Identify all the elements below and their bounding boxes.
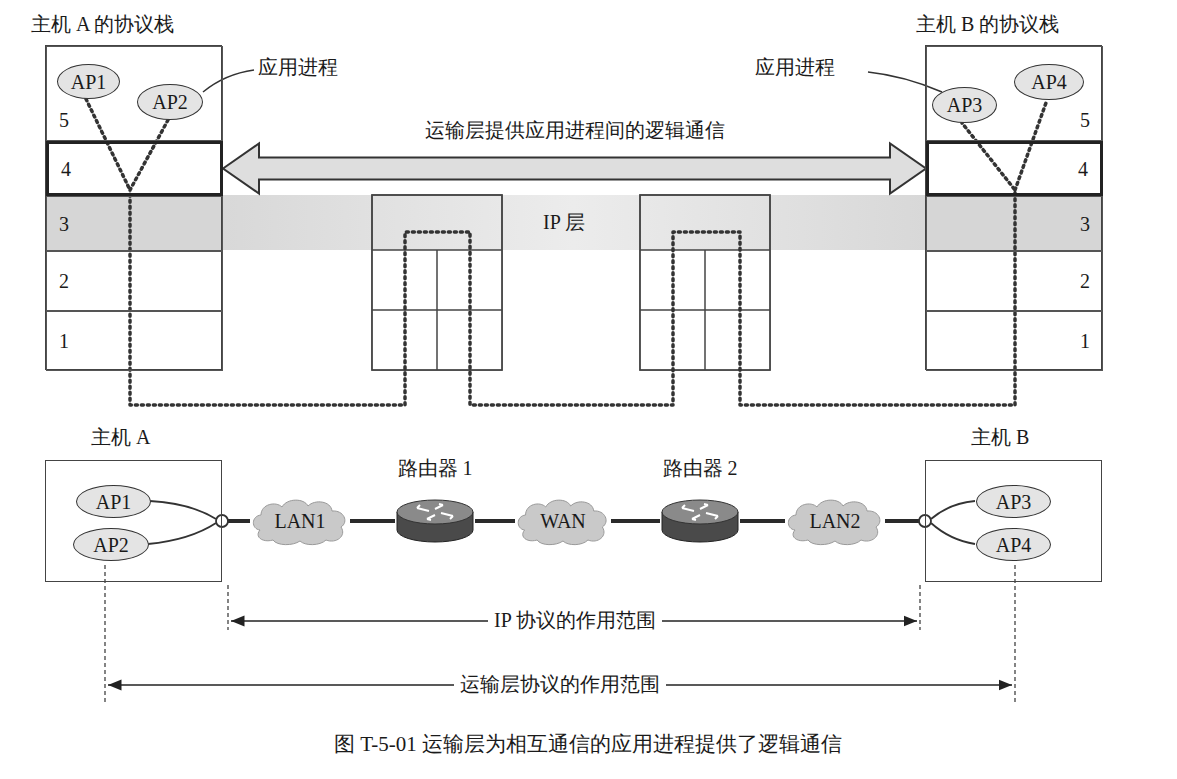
callout-label: 应用进程 bbox=[258, 55, 338, 79]
network-cloud: WAN bbox=[515, 496, 611, 546]
edge-label: 运输层提供应用进程间的逻辑通信 bbox=[419, 118, 731, 142]
node-heading: 主机 A 的协议栈 bbox=[31, 12, 174, 36]
layer-number: 4 bbox=[1078, 157, 1088, 181]
host-box: 主机 BAP3AP4 bbox=[925, 460, 1102, 582]
router-shape bbox=[660, 498, 740, 544]
protocol-layer: 5AP1AP2 bbox=[46, 46, 223, 141]
node-text: AP3 bbox=[996, 490, 1032, 514]
ip-band bbox=[222, 195, 925, 250]
router-stack bbox=[372, 195, 770, 370]
protocol-layer: 3 bbox=[926, 196, 1103, 251]
protocol-layer: 2 bbox=[926, 251, 1103, 311]
scope-label: IP 协议的作用范围 bbox=[488, 608, 662, 632]
figure-caption: 图 T-5-01 运输层为相互通信的应用进程提供了逻辑通信 bbox=[334, 732, 842, 757]
node-heading: 路由器 1 bbox=[398, 456, 473, 480]
network-cloud: LAN1 bbox=[250, 496, 350, 546]
layer-number: 1 bbox=[59, 329, 69, 353]
node-text: LAN1 bbox=[274, 509, 325, 533]
layer-number: 2 bbox=[1080, 269, 1090, 293]
node-heading: 主机 B bbox=[971, 425, 1029, 449]
node-heading: 主机 A bbox=[91, 425, 150, 449]
layer3-fill bbox=[45, 195, 222, 250]
layer-number: 2 bbox=[59, 269, 69, 293]
process-ellipse: AP2 bbox=[137, 84, 203, 120]
network-link bbox=[740, 519, 785, 523]
leader-line bbox=[868, 72, 942, 92]
host-box: 主机 AAP1AP2 bbox=[45, 460, 222, 582]
router-icon: 路由器 1 bbox=[395, 498, 475, 544]
node-heading: 主机 B 的协议栈 bbox=[916, 12, 1059, 36]
protocol-layer: 3 bbox=[46, 196, 223, 251]
process-ellipse: AP1 bbox=[57, 64, 120, 99]
network-cloud: LAN2 bbox=[785, 496, 885, 546]
protocol-layer: 1 bbox=[46, 311, 223, 371]
scope-label: 运输层协议的作用范围 bbox=[454, 672, 666, 696]
node-text: AP4 bbox=[1031, 70, 1067, 94]
network-link bbox=[350, 519, 395, 523]
process-ellipse: AP3 bbox=[932, 87, 997, 123]
router-icon: 路由器 2 bbox=[660, 498, 740, 544]
process-ellipse: AP4 bbox=[976, 528, 1051, 561]
protocol-layer: 2 bbox=[46, 251, 223, 311]
node-text: AP1 bbox=[96, 490, 132, 514]
layer-number: 1 bbox=[1080, 329, 1090, 353]
protocol-stack: 主机 A 的协议栈5AP1AP24321 bbox=[45, 45, 222, 370]
protocol-stack: 主机 B 的协议栈5AP3AP44321 bbox=[925, 45, 1102, 370]
ap-wires bbox=[148, 501, 975, 544]
layer-number: 4 bbox=[61, 157, 71, 181]
node-text: LAN2 bbox=[809, 509, 860, 533]
node-heading: 路由器 2 bbox=[663, 456, 738, 480]
router-shape bbox=[395, 498, 475, 544]
scope-dashes bbox=[105, 565, 1015, 705]
layer-number: 5 bbox=[1080, 108, 1090, 132]
leader-line bbox=[203, 70, 254, 92]
node-text: AP3 bbox=[947, 93, 983, 117]
node-text: AP1 bbox=[71, 70, 107, 94]
data-path bbox=[86, 99, 1047, 405]
node-text: AP4 bbox=[996, 533, 1032, 557]
protocol-layer: 5 AP3 AP4 bbox=[926, 46, 1103, 141]
interface-port bbox=[216, 515, 228, 527]
node-text: WAN bbox=[540, 509, 586, 533]
protocol-layer: 4 bbox=[926, 141, 1103, 196]
layer-label: IP 层 bbox=[543, 210, 585, 234]
logical-comm-arrow bbox=[223, 144, 926, 194]
layer-number: 3 bbox=[59, 212, 69, 236]
process-ellipse: AP1 bbox=[76, 485, 151, 518]
callout-label: 应用进程 bbox=[755, 55, 835, 79]
network-link bbox=[611, 519, 660, 523]
node-text: AP2 bbox=[93, 533, 129, 557]
protocol-layer: 4 bbox=[46, 141, 223, 196]
process-ellipse: AP2 bbox=[73, 528, 149, 561]
layer-number: 3 bbox=[1080, 212, 1090, 236]
node-text: AP2 bbox=[152, 90, 188, 114]
process-ellipse: AP4 bbox=[1014, 64, 1084, 100]
layer-number: 5 bbox=[59, 108, 69, 132]
process-ellipse: AP3 bbox=[976, 485, 1051, 518]
network-link bbox=[475, 519, 515, 523]
protocol-layer: 1 bbox=[926, 311, 1103, 371]
